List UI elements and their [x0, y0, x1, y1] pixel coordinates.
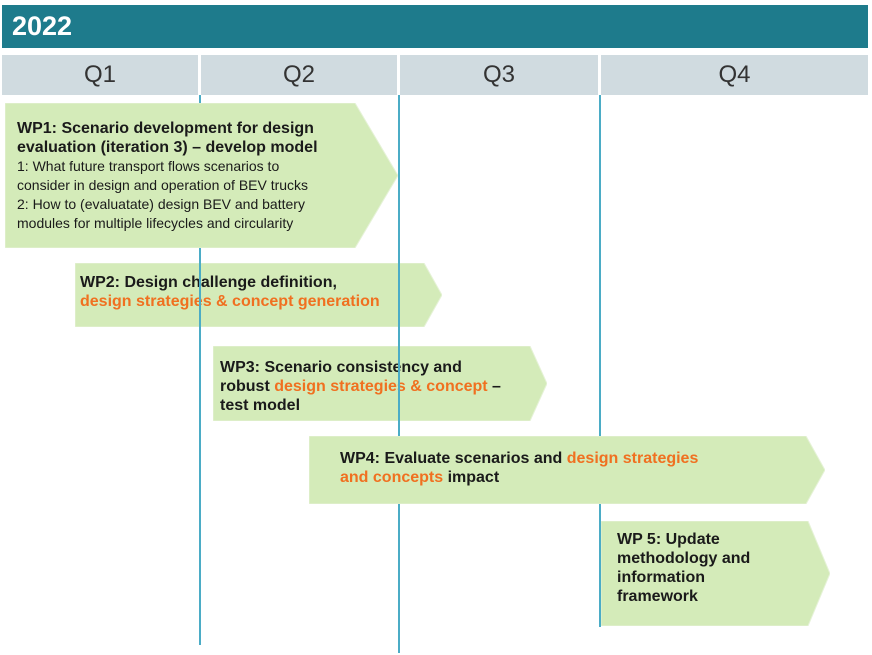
wp1-line: modules for multiple lifecycles and circ…: [17, 214, 318, 233]
q1-q2-divider: [199, 95, 201, 645]
work-package-wp2: WP2: Design challenge definition, design …: [75, 263, 442, 327]
wp4-highlight-text: design strategies: [566, 450, 699, 467]
wp5-line: WP 5: Update: [617, 530, 750, 549]
wp3-arrow-shape: [213, 346, 547, 421]
quarter-q1: Q1: [2, 55, 198, 95]
wp2-text: WP2: Design challenge definition, design …: [80, 273, 380, 311]
wp2-highlight-text: design strategies & concept generation: [80, 293, 380, 310]
work-package-wp5: WP 5: Update methodology and information fr…: [601, 521, 830, 626]
quarter-q4: Q4: [601, 55, 868, 95]
wp1-text-segment: 1: What future transport flows scenarios…: [17, 158, 280, 174]
work-package-wp1: WP1: Scenario development for design eval…: [5, 103, 398, 248]
wp1-text-segment: evaluation (iteration 3) – develop model: [17, 139, 318, 156]
wp5-arrow-shape: [601, 521, 830, 626]
wp2-text-segment: WP2: Design challenge definition,: [80, 274, 337, 291]
wp3-line: test model: [220, 396, 501, 415]
wp5-line: framework: [617, 587, 750, 606]
wp3-line: WP3: Scenario consistency and: [220, 358, 501, 377]
wp1-line: WP1: Scenario development for design: [17, 119, 318, 138]
wp4-text: WP4: Evaluate scenarios and design strat…: [340, 449, 698, 487]
wp3-line: robust design strategies & concept –: [220, 377, 501, 396]
wp5-text-segment: WP 5: Update: [617, 531, 720, 548]
wp4-arrow-shape: [309, 436, 825, 504]
wp2-line: design strategies & concept generation: [80, 292, 380, 311]
wp2-line: WP2: Design challenge definition,: [80, 273, 380, 292]
wp3-text-segment: –: [487, 378, 501, 395]
wp3-text-segment: test model: [220, 397, 301, 414]
wp5-line: methodology and: [617, 549, 750, 568]
wp1-text-segment: 2: How to (evaluatate) design BEV and ba…: [17, 196, 305, 212]
wp3-text-segment: robust: [220, 378, 275, 395]
wp3-text-segment: WP3: Scenario consistency and: [220, 359, 462, 376]
wp1-arrow-shape: [5, 103, 398, 248]
wp1-text: WP1: Scenario development for design eval…: [17, 119, 318, 233]
wp5-text: WP 5: Update methodology and information fr…: [617, 530, 750, 606]
q3-q4-divider: [599, 95, 601, 627]
wp1-line: consider in design and operation of BEV …: [17, 176, 318, 195]
work-package-wp4: WP4: Evaluate scenarios and design strat…: [309, 436, 825, 504]
wp4-text-segment: impact: [443, 469, 500, 486]
wp1-line: 2: How to (evaluatate) design BEV and ba…: [17, 195, 318, 214]
wp4-line: and concepts impact: [340, 468, 698, 487]
wp1-text-segment: WP1: Scenario development for design: [17, 120, 314, 137]
q2-q3-divider: [398, 95, 400, 653]
quarter-q3: Q3: [400, 55, 598, 95]
wp1-text-segment: modules for multiple lifecycles and circ…: [17, 215, 294, 231]
wp1-line: evaluation (iteration 3) – develop model: [17, 138, 318, 157]
wp4-text-segment: WP4: Evaluate scenarios and: [340, 450, 567, 467]
wp4-line: WP4: Evaluate scenarios and design strat…: [340, 449, 698, 468]
wp5-text-segment: information: [617, 569, 705, 586]
wp3-highlight-text: design strategies & concept: [274, 378, 488, 395]
year-header: 2022: [2, 5, 868, 48]
quarter-q2: Q2: [201, 55, 397, 95]
wp2-arrow-shape: [75, 263, 442, 327]
wp4-highlight-text: and concepts: [340, 469, 444, 486]
wp1-line: 1: What future transport flows scenarios…: [17, 157, 318, 176]
wp5-text-segment: framework: [617, 588, 698, 605]
wp5-line: information: [617, 568, 750, 587]
wp1-text-segment: consider in design and operation of BEV …: [17, 177, 309, 193]
wp5-text-segment: methodology and: [617, 550, 751, 567]
